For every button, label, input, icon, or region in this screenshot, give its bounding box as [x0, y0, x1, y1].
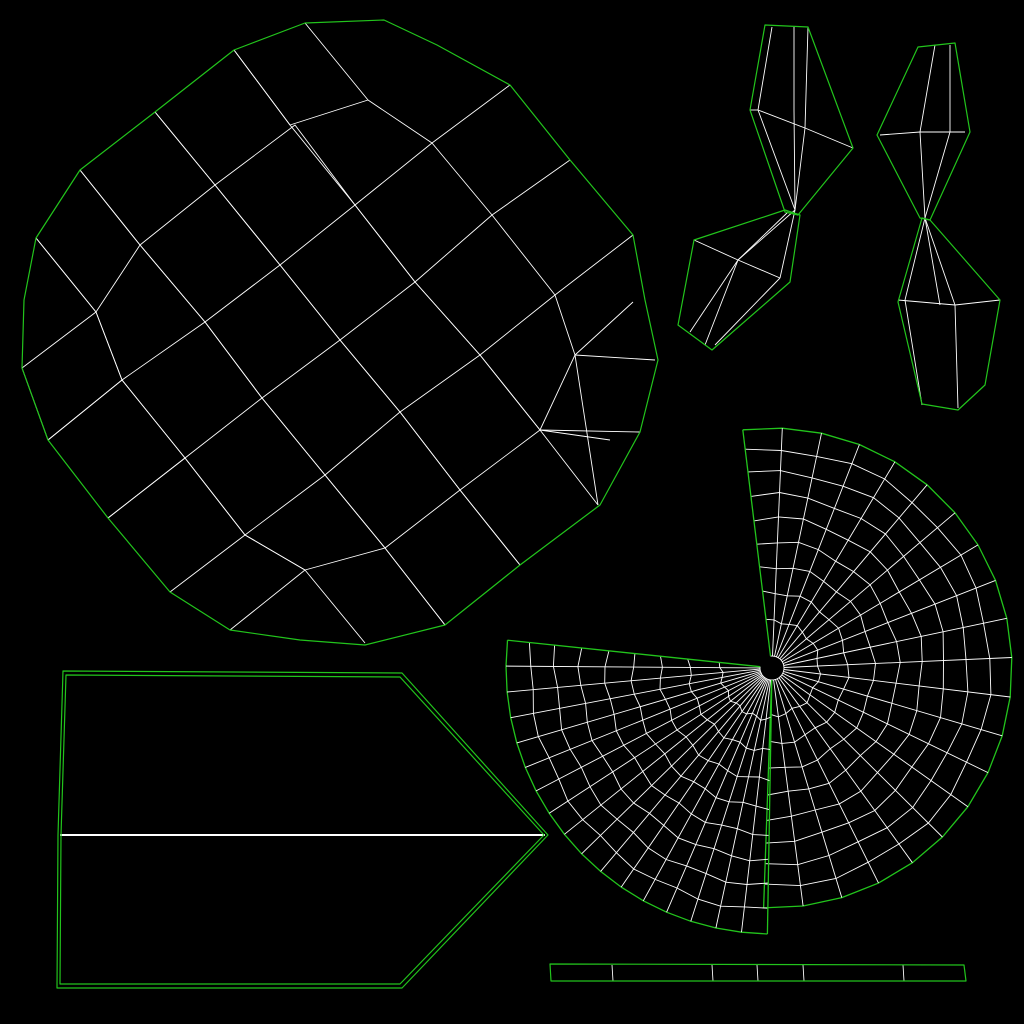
fan-left-ring	[659, 656, 771, 782]
fan-left-spoke	[525, 672, 762, 768]
strip-seam-outline	[549, 963, 967, 982]
fan-right-spoke	[775, 679, 843, 898]
fan-right-island	[742, 427, 1013, 909]
fan-left-spoke	[510, 669, 761, 719]
fan-left-spoke	[666, 678, 768, 913]
fan-left-seam-edge	[766, 679, 773, 935]
fan-left-ring	[718, 662, 772, 721]
fan-right-spoke	[783, 579, 996, 665]
fan-right-seam-edge	[762, 679, 773, 908]
fan-right-spoke	[783, 670, 1003, 737]
fan-left-spoke	[535, 673, 762, 792]
fan-left-spoke	[715, 679, 770, 929]
fan-left-ring	[577, 647, 769, 862]
fan-left-spoke	[600, 676, 765, 872]
fan-right-spoke	[779, 484, 928, 660]
fan-right-spoke	[783, 657, 1012, 668]
fan-left-spoke	[620, 677, 766, 888]
spindle-left-island	[677, 24, 854, 351]
fan-right-spoke	[782, 544, 979, 663]
fan-left-seam-arc	[505, 640, 768, 935]
fan-right-spoke	[778, 677, 913, 863]
fan-right-spoke	[781, 674, 969, 808]
octagon-grid-island	[21, 19, 659, 646]
fan-left-seam-edge	[507, 639, 761, 668]
spindle-right-seam-lower	[897, 217, 1001, 411]
fan-right-spoke	[774, 433, 822, 657]
arrow-panel-seam-outer	[56, 670, 549, 989]
fan-left-spoke	[741, 679, 772, 933]
fan-right-spoke	[783, 617, 1007, 666]
fan-right-spoke	[773, 679, 804, 907]
fan-left-spoke	[548, 674, 763, 814]
octagon-seam-outline	[21, 19, 659, 646]
fan-left-spoke	[690, 679, 769, 922]
fan-right-spoke	[777, 461, 896, 658]
fan-left-spoke	[516, 670, 761, 744]
arrow-panel-island	[56, 670, 549, 989]
spindle-left-seam-lower	[677, 209, 801, 351]
fan-right-spoke	[780, 512, 956, 661]
fan-left-ring	[759, 666, 772, 681]
fan-left-island	[505, 639, 773, 935]
fan-left-spoke	[581, 676, 764, 855]
fan-left-spoke	[564, 675, 763, 835]
fan-right-spoke	[776, 678, 879, 884]
spindle-left-wireframe	[689, 26, 854, 346]
strip-island	[549, 963, 967, 982]
strip-wireframe	[611, 964, 905, 982]
spindle-right-wireframe	[879, 44, 1001, 409]
fan-left-ring	[552, 645, 769, 885]
fan-right-spoke	[782, 672, 989, 774]
fan-left-spoke	[505, 665, 761, 669]
fan-left-ring	[687, 658, 771, 751]
fan-right-spoke	[775, 444, 860, 657]
spindle-left-seam-upper	[749, 24, 854, 216]
fan-right-spoke	[783, 669, 1011, 698]
fan-left-ring	[630, 653, 770, 811]
fan-left-spoke	[642, 678, 767, 902]
fan-right-spoke	[780, 676, 943, 838]
fan-right-spoke	[772, 428, 783, 657]
arrow-panel-seam-inner	[59, 674, 545, 985]
spindle-right-island	[876, 42, 1001, 411]
fan-right-seam-edge	[742, 429, 772, 657]
fan-left-spoke	[507, 668, 761, 693]
fan-left-ring	[604, 650, 770, 836]
fan-left-ring	[528, 642, 768, 909]
